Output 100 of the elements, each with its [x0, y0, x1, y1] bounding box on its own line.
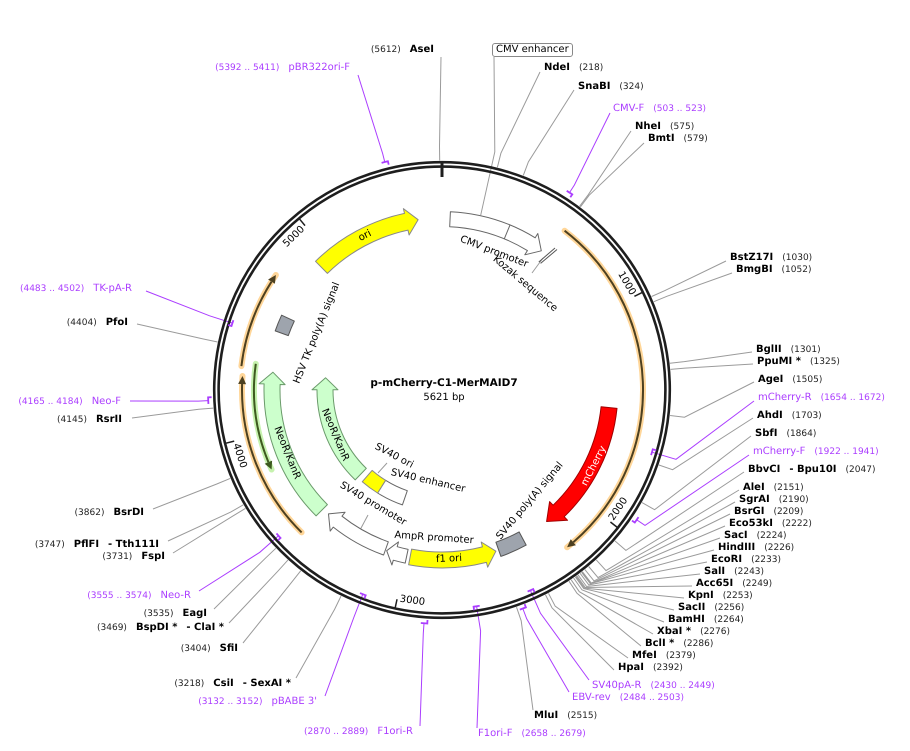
leader-line — [580, 562, 708, 586]
enzyme-site-label: MluI (2515) — [534, 710, 598, 722]
leader-line — [228, 560, 288, 624]
primer-label: (5392 .. 5411) pBR322ori-F — [215, 62, 350, 74]
leader-line — [573, 578, 664, 622]
leader-line — [532, 258, 544, 274]
leader-line — [439, 56, 442, 161]
leader-line — [152, 478, 231, 510]
enzyme-site-label: BmgBI (1052) — [736, 264, 812, 276]
primer-label: mCherry-F (1922 .. 1941) — [753, 446, 879, 458]
leader-line — [578, 574, 700, 588]
leader-line — [130, 400, 209, 402]
leader-line — [545, 594, 614, 670]
enzyme-site-label: SbfI (1864) — [755, 428, 816, 440]
enzyme-site-label: HindIII (2226) — [718, 542, 794, 554]
enzyme-site-label: (5612) AseI — [370, 44, 434, 56]
sequence-length: 5621 bp — [423, 391, 465, 404]
leader-line — [172, 508, 246, 554]
leader-line — [670, 364, 754, 370]
enzyme-site-label: (3469) BspDI * - ClaI * — [97, 622, 224, 634]
primer-mark — [566, 190, 574, 198]
enzyme-site-label: (3218) CsiI - SexAI * — [174, 678, 291, 690]
primer-label: mCherry-R (1654 .. 1672) — [758, 392, 885, 404]
enzyme-site-label: (3862) BsrDI — [74, 507, 144, 519]
enzyme-site-label: BsrGI (2209) — [734, 506, 804, 518]
leader-line — [574, 576, 674, 610]
leader-line — [548, 592, 628, 658]
enzyme-site-label: NheI (575) — [635, 121, 694, 133]
enzyme-site-label: Eco53kI (2222) — [729, 518, 812, 530]
leader-line — [358, 74, 386, 163]
primer-mark — [420, 620, 428, 624]
leader-line — [570, 579, 654, 634]
primer-label: (4483 .. 4502) TK-pA-R — [20, 283, 132, 295]
enzyme-site-label: (4404) PfoI — [66, 317, 128, 329]
leader-line — [496, 72, 540, 168]
enzyme-site-label: BbvCI - Bpu10I (2047) — [748, 464, 876, 476]
primer-mark — [520, 604, 527, 610]
enzyme-site-label: SacI (2224) — [724, 530, 787, 542]
leader-line — [576, 576, 684, 598]
primer-label: F1ori-F (2658 .. 2679) — [478, 728, 586, 740]
leader-line — [516, 606, 534, 710]
feature-label: AmpR promoter — [394, 530, 474, 546]
leader-line — [658, 418, 754, 470]
enzyme-site-label: AleI (2151) — [743, 482, 804, 494]
enzyme-site-label: BamHI (2264) — [668, 614, 744, 626]
enzyme-site-label: SacII (2256) — [678, 602, 744, 614]
leader-line — [522, 90, 574, 176]
leader-line — [420, 622, 424, 726]
enzyme-site-label: AgeI (1505) — [758, 374, 822, 386]
enzyme-site-label: (3731) FspI — [102, 551, 165, 563]
enzyme-site-label: BglII (1301) — [756, 344, 821, 356]
enzyme-site-label: EcoRI (2233) — [711, 554, 781, 566]
enzyme-site-label: NdeI (218) — [544, 62, 604, 74]
leader-line — [670, 382, 754, 418]
scale-label: 4000 — [230, 442, 249, 470]
leader-line — [522, 608, 570, 692]
leader-line — [669, 352, 752, 364]
leader-line — [168, 504, 244, 542]
primer-mark — [381, 160, 390, 165]
callout-label: CMV enhancer — [492, 43, 573, 57]
primer-label: SV40pA-R (2430 .. 2449) — [592, 680, 715, 692]
enzyme-site-label: (4145) RsrII — [57, 414, 122, 426]
enzyme-site-label: BstZ17I (1030) — [730, 252, 812, 264]
leader-line — [579, 130, 632, 207]
leader-line — [636, 454, 750, 526]
leader-line — [214, 548, 276, 610]
enzyme-site-label: (3404) SfiI — [180, 643, 238, 655]
leader-line — [296, 596, 342, 678]
enzyme-site-label: BmtI (579) — [648, 133, 708, 145]
enzyme-site-label: SgrAI (2190) — [739, 494, 809, 506]
orf-indicator — [238, 272, 279, 370]
leader-line — [242, 570, 302, 644]
enzyme-site-label: (3535) EagI — [144, 608, 207, 620]
primer-label: (3132 .. 3152) pBABE 3' — [198, 696, 317, 708]
enzyme-site-label: PpuMI * (1325) — [757, 356, 840, 368]
enzyme-site-label: SalI (2243) — [704, 566, 764, 578]
primer-label: (2870 .. 2889) F1ori-R — [304, 726, 413, 738]
enzyme-site-label: XbaI * (2276) — [657, 626, 730, 638]
leader-line — [652, 400, 754, 460]
feature-label: f1 ori — [436, 552, 462, 566]
leader-line — [584, 514, 730, 582]
enzyme-site-label: HpaI (2392) — [618, 662, 683, 674]
leader-line — [146, 290, 233, 324]
leader-line — [136, 324, 218, 342]
leader-line — [576, 575, 692, 588]
leader-line — [651, 260, 726, 297]
orf-indicator — [251, 360, 275, 472]
enzyme-site-label: BclI * (2286) — [645, 638, 714, 650]
leader-line — [324, 594, 364, 696]
enzyme-site-label: AhdI (1703) — [757, 410, 822, 422]
feature-label: ori — [356, 228, 374, 244]
leader-line — [580, 142, 644, 208]
leader-line — [476, 606, 482, 728]
primer-mark — [207, 396, 212, 404]
leader-line — [653, 272, 732, 302]
leader-line — [588, 502, 736, 578]
leader-line — [582, 526, 726, 584]
scale-label: 3000 — [399, 594, 426, 608]
primer-label: CMV-F (503 .. 523) — [613, 103, 706, 115]
leader-line — [642, 436, 752, 510]
